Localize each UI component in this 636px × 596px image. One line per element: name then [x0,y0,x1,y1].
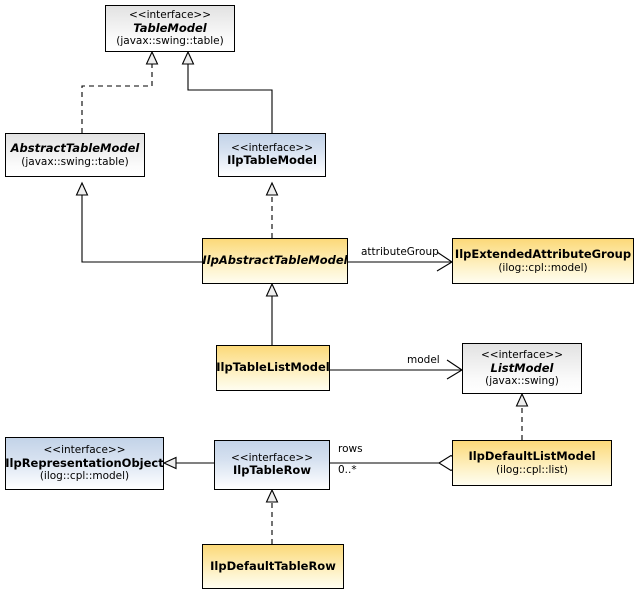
hollow-triangle-icon [265,488,279,503]
class-box-ilpabstracttablemodel[interactable]: IlpAbstractTableModel [202,238,348,284]
class-name: IlpExtendedAttributeGroup [454,247,632,262]
class-name: AbstractTableModel [10,141,140,156]
hollow-triangle-icon [75,181,89,196]
edge-label-model: model [407,354,440,366]
class-name: IlpTableRow [233,463,311,478]
link-ilpabstracttablemodel-extends-abstracttablemodel [75,181,202,263]
link-ilptablerow-extends-ilprepresentationobject [162,456,214,470]
class-box-ilpextendedattributegroup[interactable]: IlpExtendedAttributeGroup (ilog::cpl::mo… [452,238,634,284]
class-box-ilprepresentationobject[interactable]: <<interface>> IlpRepresentationObject (i… [5,437,164,490]
class-stereotype: <<interface>> [230,142,314,155]
class-box-ilpdefaultlistmodel[interactable]: IlpDefaultListModel (ilog::cpl::list) [452,440,612,486]
hollow-triangle-icon [265,181,279,196]
class-name: IlpRepresentationObject [5,455,164,470]
class-package: (ilog::cpl::model) [498,261,588,274]
class-package: (javax::swing) [485,375,559,388]
class-stereotype: <<interface>> [480,349,564,362]
link-ilptablelistmodel-model-listmodel [330,359,464,380]
class-package: (javax::swing::table) [116,35,224,48]
edge-label-attributegroup: attributeGroup [361,246,439,258]
edge-label-multiplicity: 0..* [338,464,357,476]
class-name: IlpDefaultTableRow [210,558,336,573]
class-name: ListModel [490,360,554,375]
class-stereotype: <<interface>> [128,9,212,22]
class-name: IlpTableListModel [216,360,330,375]
class-package: (javax::swing::table) [21,155,129,168]
class-name: IlpDefaultListModel [468,449,596,464]
class-box-ilptablemodel[interactable]: <<interface>> IlpTableModel [218,133,326,177]
hollow-triangle-icon [145,50,159,65]
class-name: TableModel [133,20,207,35]
class-name: IlpTableModel [227,153,317,168]
class-box-ilptablelistmodel[interactable]: IlpTableListModel [216,345,330,391]
link-ilpdefaultlistmodel-realizes-listmodel [515,392,529,440]
edge-label-rows: rows [338,443,363,455]
class-package: (ilog::cpl::model) [39,470,130,483]
link-ilptablelistmodel-extends-ilpabstracttablemodel [265,282,279,345]
link-ilpdefaulttablerow-realizes-ilptablerow [265,488,279,544]
class-stereotype: <<interface>> [43,444,126,457]
class-box-ilptablerow[interactable]: <<interface>> IlpTableRow [214,440,330,490]
hollow-triangle-icon [515,392,529,407]
link-abstracttablemodel-realizes-tablemodel [81,50,159,133]
hollow-triangle-icon [162,456,177,470]
class-package: (ilog::cpl::list) [495,463,569,476]
link-ilpabstracttablemodel-realizes-ilptablemodel [265,181,279,238]
class-box-tablemodel[interactable]: <<interface>> TableModel (javax::swing::… [105,5,235,52]
class-stereotype: <<interface>> [230,452,314,465]
class-box-ilpdefaulttablerow[interactable]: IlpDefaultTableRow [202,544,344,589]
hollow-triangle-icon [181,50,195,65]
class-box-listmodel[interactable]: <<interface>> ListModel (javax::swing) [462,343,582,394]
hollow-triangle-icon [265,282,279,297]
class-name: IlpAbstractTableModel [202,253,348,268]
link-ilptablemodel-extends-tablemodel [181,50,273,133]
class-box-abstracttablemodel[interactable]: AbstractTableModel (javax::swing::table) [5,133,145,177]
